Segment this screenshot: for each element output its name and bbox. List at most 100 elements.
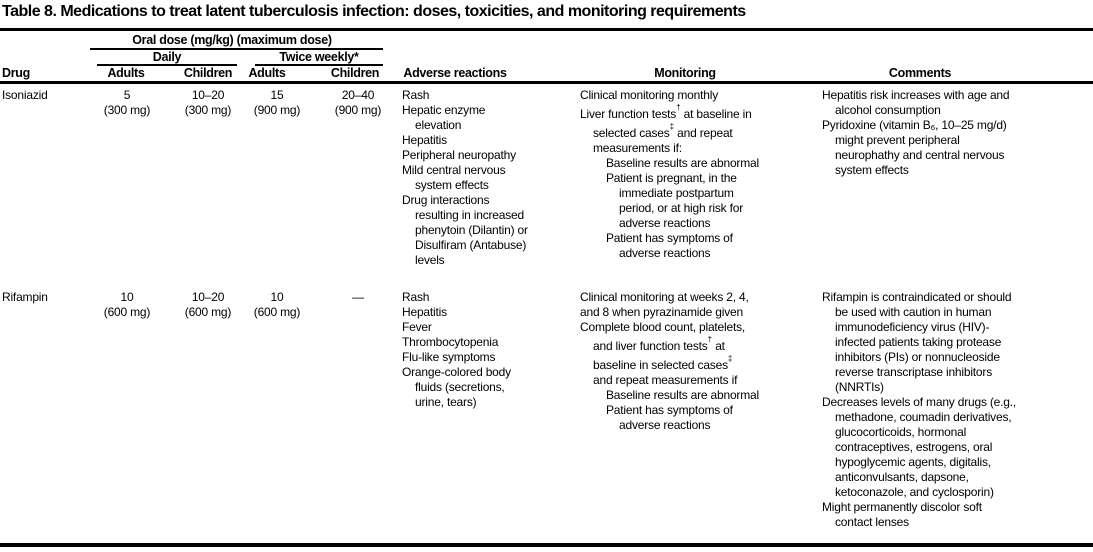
text-line: 15 (270, 88, 284, 102)
text-line: 10 (120, 290, 134, 304)
group-header-twice-weekly: Twice weekly* (279, 50, 359, 64)
text-line: reverse transcriptase inhibitors (835, 365, 993, 379)
text-line: selected cases‡ and repeat (593, 122, 733, 140)
text-line: (900 mg) (334, 103, 382, 117)
column-header-comments: Comments (888, 66, 952, 80)
column-header-monitoring: Monitoring (654, 66, 716, 80)
text-line: alcohol consumption (835, 103, 941, 117)
text-line: 5 (123, 88, 131, 102)
text-line: Patient is pregnant, in the (606, 171, 737, 185)
text-line: immunodeficiency virus (HIV)- (835, 320, 990, 334)
text-line: glucocorticoids, hormonal (835, 425, 967, 439)
text-line: 20–40 (341, 88, 375, 102)
text-line: Decreases levels of many drugs (e.g., (822, 395, 1017, 409)
text-line: elevation (415, 118, 462, 132)
text-line: Hepatitis (402, 305, 447, 319)
text-line: (900 mg) (253, 103, 301, 117)
text-line: Fever (402, 320, 432, 334)
text-line: adverse reactions (619, 246, 711, 260)
text-line: and liver function tests† at (593, 335, 725, 353)
text-line: — (352, 290, 364, 304)
text-line: Patient has symptoms of (606, 231, 733, 245)
dose-adults-twice-weekly: 15(900 mg) (242, 88, 312, 118)
text-line: Peripheral neuropathy (402, 148, 516, 162)
text-line: Clinical monitoring monthly (580, 88, 718, 102)
dose-adults-daily: 5(300 mg) (92, 88, 162, 118)
dose-adults-twice-weekly: 10(600 mg) (242, 290, 312, 320)
oral-dose-underline (90, 48, 383, 50)
text-line: fluids (secretions, (415, 380, 505, 394)
dose-adults-daily: 10(600 mg) (92, 290, 162, 320)
text-line: measurements if: (593, 141, 682, 155)
text-line: Hepatitis risk increases with age and (822, 88, 1010, 102)
text-line: Thrombocytopenia (402, 335, 499, 349)
title-rule (0, 28, 1093, 31)
table-title: Table 8. Medications to treat latent tub… (2, 3, 746, 20)
text-line: Pyridoxine (vitamin B₆, 10–25 mg/d) (822, 118, 1007, 132)
column-header-children-daily: Children (183, 66, 233, 80)
text-line: 10 (270, 290, 284, 304)
text-line: (NNRTIs) (835, 380, 884, 394)
text-line: Mild central nervous (402, 163, 506, 177)
column-header-adults-twice-weekly: Adults (248, 66, 286, 80)
text-line: Baseline results are abnormal (606, 156, 759, 170)
text-line: hypoglycemic agents, digitalis, (835, 455, 991, 469)
text-line: Liver function tests† at baseline in (580, 103, 752, 121)
text-line: Complete blood count, platelets, (580, 320, 746, 334)
column-header-children-twice-weekly: Children (330, 66, 380, 80)
text-line: urine, tears) (415, 395, 477, 409)
text-line: Baseline results are abnormal (606, 388, 759, 402)
text-line: levels (415, 253, 445, 267)
dose-children-daily: 10–20(600 mg) (173, 290, 243, 320)
text-line: contraceptives, estrogens, oral (835, 440, 993, 454)
text-line: and repeat measurements if (593, 373, 738, 387)
text-line: Rifampin is contraindicated or should (822, 290, 1012, 304)
text-line: 10–20 (191, 290, 225, 304)
text-line: Drug interactions (402, 193, 490, 207)
text-line: adverse reactions (619, 418, 711, 432)
text-line: 10–20 (191, 88, 225, 102)
column-header-adverse-reactions: Adverse reactions (403, 66, 507, 80)
text-line: Clinical monitoring at weeks 2, 4, (580, 290, 749, 304)
text-line: Might permanently discolor soft (822, 500, 982, 514)
dose-children-twice-weekly: 20–40(900 mg) (323, 88, 393, 118)
text-line: Hepatitis (402, 133, 447, 147)
text-line: period, or at high risk for (619, 201, 743, 215)
text-line: Rash (402, 88, 430, 102)
text-line: system effects (835, 163, 909, 177)
text-line: immediate postpartum (619, 186, 734, 200)
text-line: baseline in selected cases‡ (593, 354, 733, 372)
text-line: (300 mg) (184, 103, 232, 117)
text-line: Patient has symptoms of (606, 403, 733, 417)
monitoring-cell: Clinical monitoring at weeks 2, 4,and 8 … (580, 290, 818, 433)
text-line: adverse reactions (619, 216, 711, 230)
text-line: Hepatic enzyme (402, 103, 486, 117)
twice-weekly-underline (255, 64, 383, 66)
daily-underline (97, 64, 237, 66)
text-line: be used with caution in human (835, 305, 992, 319)
group-header-daily: Daily (152, 50, 182, 64)
drug-name: Isoniazid (2, 88, 48, 102)
column-header-adults-daily: Adults (107, 66, 145, 80)
dose-children-daily: 10–20(300 mg) (173, 88, 243, 118)
text-line: Flu-like symptoms (402, 350, 496, 364)
text-line: inhibitors (PIs) or nonnucleoside (835, 350, 1000, 364)
column-header-drug: Drug (2, 66, 30, 80)
text-line: infected patients taking protease (835, 335, 1002, 349)
dose-children-twice-weekly: — (323, 290, 393, 305)
drug-name: Rifampin (2, 290, 48, 304)
text-line: Rash (402, 290, 430, 304)
text-line: and 8 when pyrazinamide given (580, 305, 743, 319)
text-line: neurophathy and central nervous (835, 148, 1005, 162)
text-line: (600 mg) (253, 305, 301, 319)
text-line: anticonvulsants, dapsone, (835, 470, 969, 484)
text-line: Disulfiram (Antabuse) (415, 238, 527, 252)
text-line: contact lenses (835, 515, 909, 529)
header-rule (0, 81, 1093, 84)
